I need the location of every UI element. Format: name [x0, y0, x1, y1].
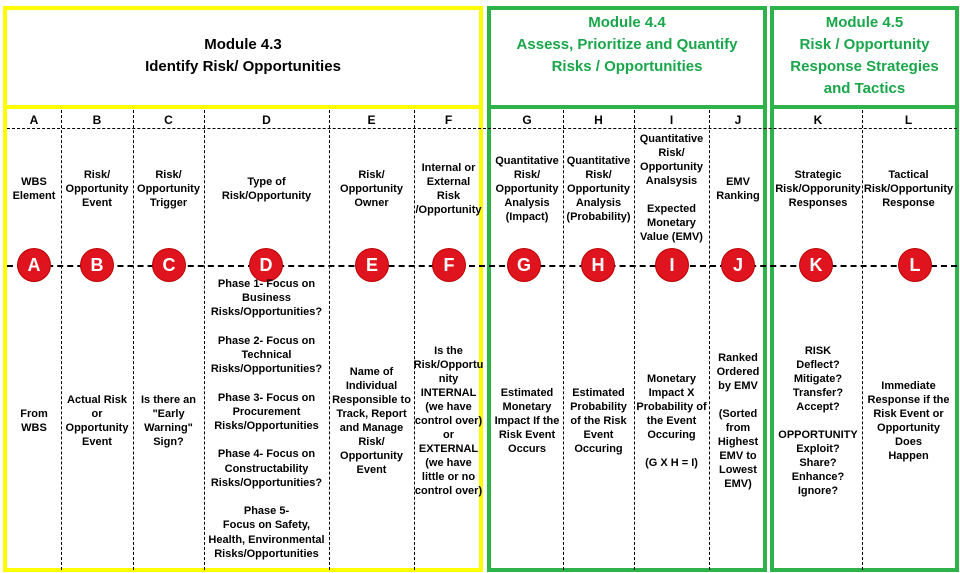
marker-a: A — [18, 249, 50, 281]
marker-i: I — [656, 249, 688, 281]
letter-row-divider — [7, 128, 957, 129]
column-description-e: Name of Individual Responsible to Track,… — [332, 366, 411, 476]
module-4-5-title: Module 4.5 Risk / Opportunity Response S… — [790, 14, 939, 97]
column-description-l: Immediate Response if the Risk Event or … — [867, 380, 950, 462]
marker-b: B — [81, 249, 113, 281]
column-description-g: Estimated Monetary Impact If the Risk Ev… — [494, 387, 560, 455]
module-4-5-frame — [770, 6, 959, 572]
marker-d: D — [250, 249, 282, 281]
column-description-k: RISK Deflect? Mitigate? Transfer? Accept… — [778, 345, 858, 497]
column-letter-k: K — [813, 113, 823, 127]
column-divider — [862, 110, 863, 570]
module-4-4-title: Module 4.4 Assess, Prioritize and Quanti… — [516, 14, 738, 75]
module-4-4-header-divider — [487, 105, 767, 109]
marker-g: G — [508, 249, 540, 281]
column-header-i: Quantitative Risk/ Opportunity Analsysis… — [639, 133, 704, 243]
column-divider — [133, 110, 134, 570]
column-header-l: Tactical Risk/Opportunity Response — [863, 169, 954, 209]
module-4-5-header-divider — [770, 105, 959, 109]
column-header-d: Type of Risk/Opportunity — [221, 176, 312, 202]
column-header-j: EMV Ranking — [716, 176, 760, 202]
column-letter-a: A — [29, 113, 39, 127]
marker-h: H — [582, 249, 614, 281]
column-header-g: Quantitative Risk/ Opportunity Analysis … — [495, 155, 559, 223]
column-header-b: Risk/ Opportunity Event — [65, 169, 129, 209]
marker-l: L — [899, 249, 931, 281]
column-divider — [709, 110, 710, 570]
column-letter-g: G — [522, 113, 532, 127]
module-4-4-frame — [487, 6, 767, 572]
column-letter-h: H — [594, 113, 603, 127]
column-description-h: Estimated Probability of the Risk Event … — [570, 387, 627, 455]
column-divider — [329, 110, 330, 570]
column-letter-d: D — [262, 113, 271, 127]
column-description-a: From WBS — [20, 408, 48, 434]
column-letter-e: E — [367, 113, 376, 127]
column-letter-f: F — [444, 113, 453, 127]
marker-f: F — [433, 249, 465, 281]
column-description-i: Monetary Impact X Probability of the Eve… — [636, 373, 707, 469]
module-4-3-header-divider — [3, 105, 483, 109]
marker-j: J — [722, 249, 754, 281]
marker-k: K — [800, 249, 832, 281]
column-description-b: Actual Risk or Opportunity Event — [65, 394, 129, 448]
column-header-c: Risk/ Opportunity Trigger — [137, 169, 200, 209]
column-divider — [61, 110, 62, 570]
marker-e: E — [356, 249, 388, 281]
marker-c: C — [153, 249, 185, 281]
circle-row-dashed-line — [7, 265, 957, 267]
column-description-d: Phase 1- Focus on Business Risks/Opportu… — [208, 277, 325, 560]
column-letter-i: I — [669, 113, 674, 127]
module-4-3-title: Module 4.3 Identify Risk/ Opportunities — [145, 36, 341, 75]
column-letter-b: B — [92, 113, 102, 127]
column-description-j: Ranked Ordered by EMV (Sorted from Highe… — [716, 352, 760, 490]
column-divider — [563, 110, 564, 570]
column-letter-c: C — [164, 113, 173, 127]
column-letter-j: J — [734, 113, 742, 127]
column-divider — [634, 110, 635, 570]
column-header-a: WBS Element — [12, 176, 56, 202]
column-header-k: Strategic Risk/Opporunity Responses — [775, 169, 861, 209]
column-divider — [414, 110, 415, 570]
column-description-f: Is the Risk/Opportu nity INTERNAL (we ha… — [414, 345, 483, 497]
column-header-e: Risk/ Opportunity Owner — [340, 169, 403, 209]
column-header-f: Internal or External Risk /Opportunity — [415, 162, 482, 216]
column-header-h: Quantitative Risk/ Opportunity Analysis … — [566, 155, 631, 223]
column-divider — [204, 110, 205, 570]
column-description-c: Is there an "Early Warning" Sign? — [140, 394, 197, 448]
column-letter-l: L — [904, 113, 913, 127]
module-4-3-frame — [3, 6, 483, 572]
